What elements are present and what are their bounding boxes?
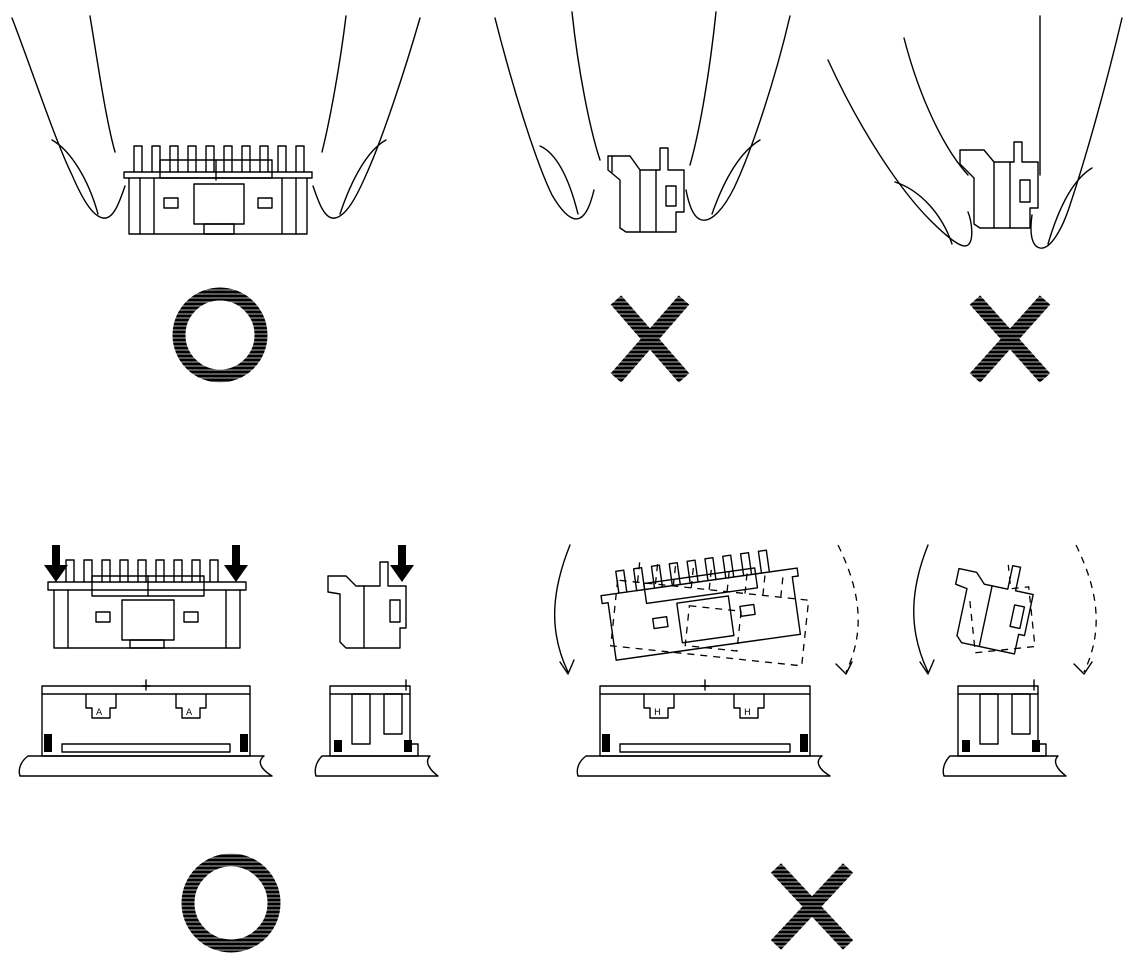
- connector-tilted-side: [954, 564, 1034, 655]
- svg-text:A: A: [186, 708, 193, 718]
- connector-pins: [133, 145, 305, 173]
- right-finger: [1030, 15, 1123, 249]
- correct-mark-o: [172, 287, 268, 383]
- left-finger: [494, 11, 601, 220]
- svg-text:H: H: [654, 708, 661, 718]
- incorrect-mark-x: [969, 295, 1051, 383]
- panel-insert-at-angle: H H: [554, 544, 1097, 950]
- connector-tilted-ghost: [610, 560, 810, 667]
- left-finger: [827, 37, 973, 247]
- panel-pinch-from-sides: [11, 15, 421, 383]
- rotation-arrow-right-dashed: [835, 544, 859, 675]
- pcb-board-side: [942, 755, 1067, 777]
- receptacle-front-view: H H: [599, 679, 811, 757]
- receptacle-side-view: [329, 679, 419, 757]
- connector-front-view: [123, 145, 313, 235]
- press-arrow-side: [390, 545, 414, 582]
- panel-pinch-tilted-left: [494, 11, 791, 383]
- connector-tilted-front: [600, 549, 802, 661]
- pcb-board: [18, 755, 273, 777]
- press-arrow-right: [224, 545, 248, 582]
- panel-press-straight-down: A A: [18, 545, 439, 953]
- incorrect-mark-x: [770, 863, 854, 950]
- rotation-arrow-left: [554, 544, 575, 675]
- receptacle-side-view: [957, 679, 1047, 757]
- right-finger: [312, 15, 421, 219]
- receptacle-front-view: A A: [41, 679, 251, 757]
- svg-text:H: H: [744, 708, 751, 718]
- connector-side-view: [327, 561, 407, 649]
- rotation-arrow-side-right-dashed: [1073, 544, 1097, 675]
- rotation-arrow-side-left: [913, 544, 935, 675]
- press-arrow-left: [44, 545, 68, 582]
- panel-pinch-tilted-right: [827, 15, 1123, 383]
- connector-side-view: [959, 141, 1039, 229]
- incorrect-mark-x: [610, 295, 690, 383]
- correct-mark-o: [181, 853, 281, 953]
- connector-tilted-side-ghost: [969, 564, 1036, 654]
- connector-side-view: [607, 147, 685, 233]
- pcb-board: [576, 755, 831, 777]
- pcb-board-side: [314, 755, 439, 777]
- svg-text:A: A: [96, 708, 103, 718]
- connector-front-view: [47, 559, 247, 649]
- left-finger: [11, 15, 126, 219]
- right-finger: [685, 11, 791, 221]
